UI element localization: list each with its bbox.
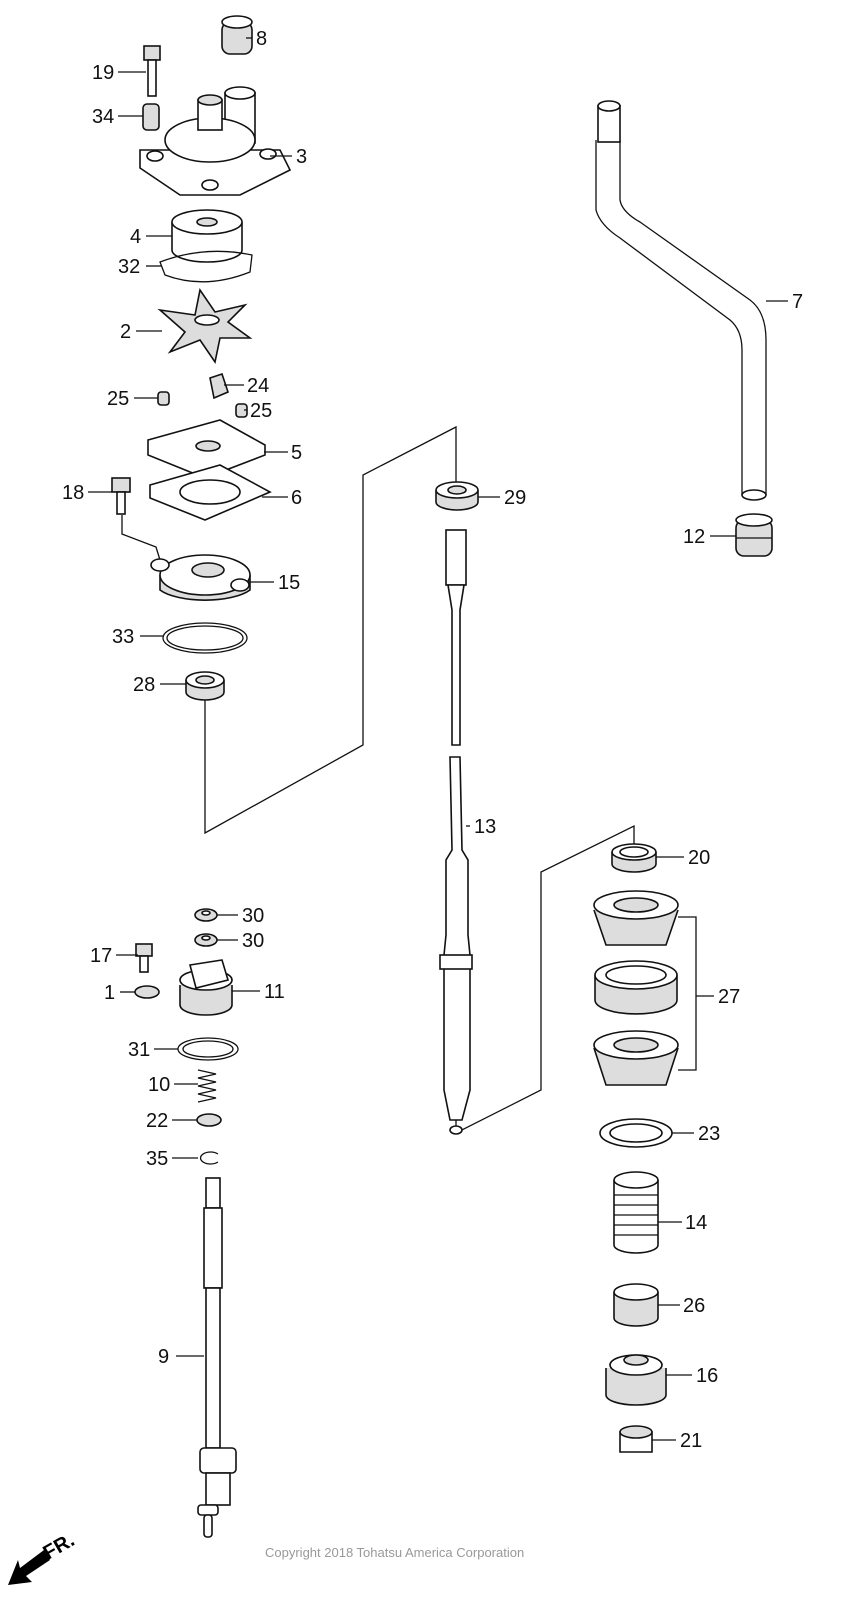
part-washer-23 [599,1118,673,1148]
front-direction-indicator: FR. [8,1529,78,1585]
part-bearing-26 [613,1283,659,1327]
callout-11: 11 [264,981,285,1003]
callout-6: 6 [291,487,302,509]
part-pin-25 [157,391,170,406]
callout-35: 35 [146,1148,168,1170]
callout-23: 23 [698,1123,720,1145]
part-nut-30 [194,908,218,922]
callout-21: 21 [680,1430,702,1452]
callout-1: 1 [104,982,115,1004]
part-plate-5 [147,419,266,479]
part-spring-10 [197,1069,217,1103]
part-seal-28 [185,671,225,701]
callout-2: 2 [120,321,131,343]
callout-8: 8 [256,28,267,50]
part-sleeve-14 [613,1171,659,1254]
callout-22: 22 [146,1110,168,1132]
part-nut-21 [619,1425,653,1453]
part-drive-shaft-13 [439,529,473,1135]
callout-17: 17 [90,945,112,967]
callout-34: 34 [92,106,114,128]
part-collar-34 [142,103,160,131]
part-key-24 [209,372,229,400]
copyright-text: Copyright 2018 Tohatsu America Corporati… [265,1545,524,1560]
part-o-ring-33 [162,622,248,654]
part-housing-15 [150,554,251,601]
leader-lines [88,37,788,1441]
callout-30: 30 [242,930,264,952]
part-nut-30 [194,933,218,947]
callout-13: 13 [474,816,496,838]
callout-12: 12 [683,526,705,548]
part-grommet-12 [735,513,773,557]
bracket-18-15 [121,515,161,561]
part-bolt-18 [111,477,131,515]
part-seal-29 [435,481,479,511]
part-bolt-19 [143,45,161,97]
callout-28: 28 [133,674,155,696]
front-arrow-icon [8,1550,50,1585]
part-bolt-17 [135,943,153,973]
part-impeller-2 [157,287,253,365]
part-bearing-27 [593,890,679,1086]
part-clip-35 [199,1151,219,1165]
part-washer-22 [196,1113,222,1127]
part-cam-11 [179,959,233,1016]
callout-4: 4 [130,226,141,248]
callout-33: 33 [112,626,134,648]
callout-15: 15 [278,572,300,594]
callout-29: 29 [504,487,526,509]
part-gasket-6 [149,464,272,521]
callout-10: 10 [148,1074,170,1096]
callout-31: 31 [128,1039,150,1061]
part-pump-case-3 [139,94,292,196]
callout-18: 18 [62,482,84,504]
callout-14: 14 [685,1212,707,1234]
bracket-27 [678,916,697,1071]
callout-32: 32 [118,256,140,278]
callout-19: 19 [92,62,114,84]
callout-26: 26 [683,1295,705,1317]
callout-27: 27 [718,986,740,1008]
part-liner-4 [171,209,243,263]
callout-25: 25 [250,400,272,422]
callout-24: 24 [247,375,269,397]
part-pinion-gear-16 [605,1354,667,1406]
callout-9: 9 [158,1346,169,1368]
part-washer-1 [134,985,160,999]
part-gasket-32 [159,250,253,283]
callout-7: 7 [792,291,803,313]
callout-25: 25 [107,388,129,410]
callout-30: 30 [242,905,264,927]
part-bush-20 [611,843,657,873]
callout-16: 16 [696,1365,718,1387]
callout-20: 20 [688,847,710,869]
part-grommet-8 [221,15,253,55]
callout-3: 3 [296,146,307,168]
part-shift-rod-9 [197,1177,237,1538]
part-water-tube-7 [595,100,767,501]
callout-5: 5 [291,442,302,464]
connector-line [204,425,457,835]
